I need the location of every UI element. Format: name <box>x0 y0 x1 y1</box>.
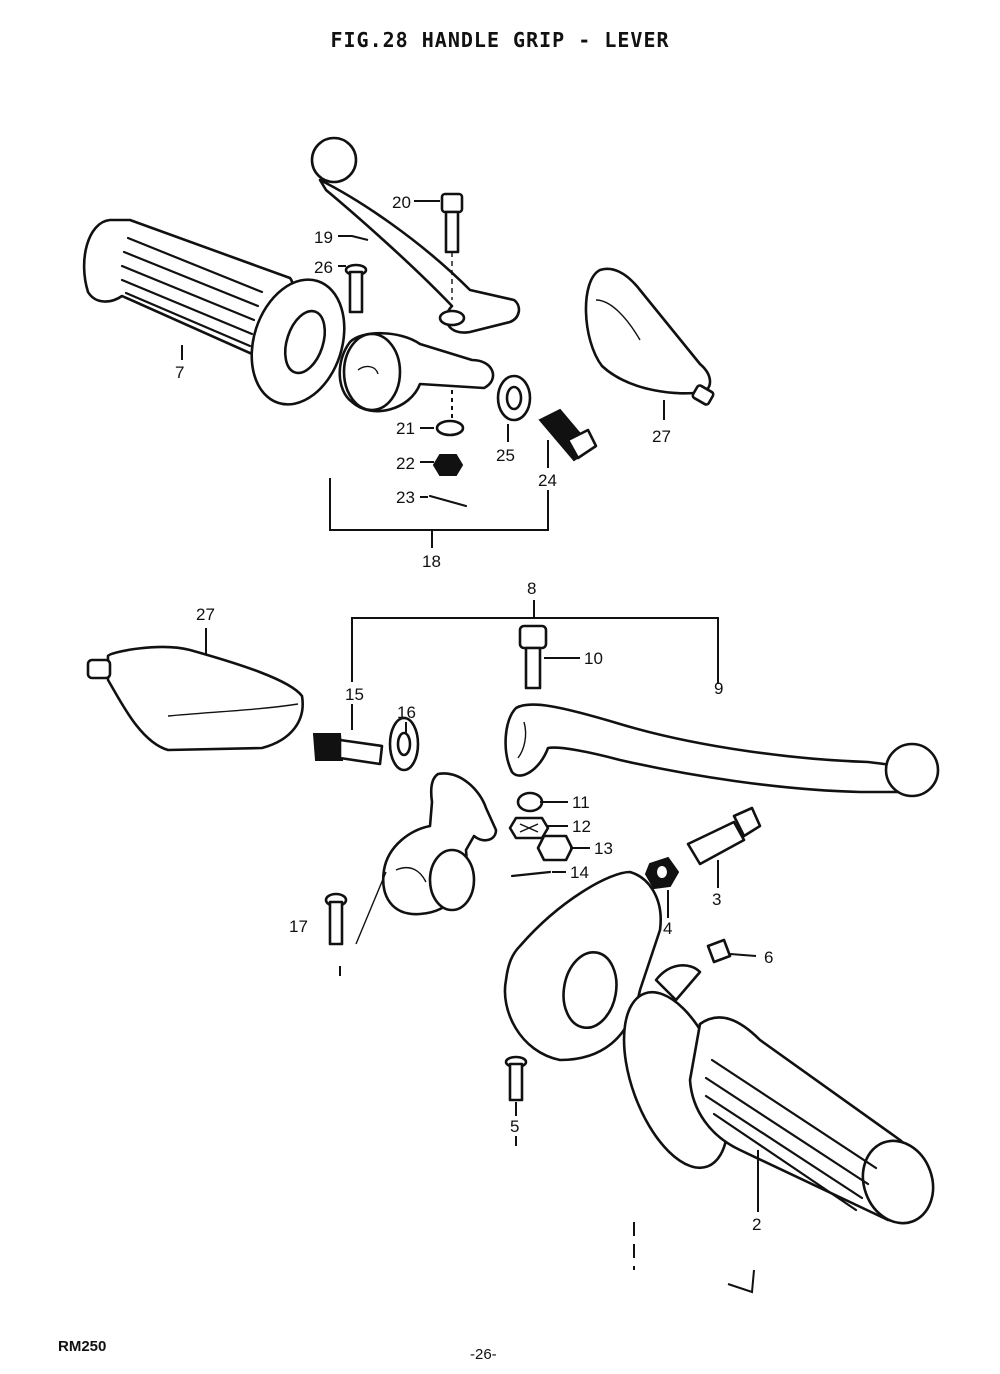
callout-labels: 20 19 26 7 27 21 22 23 25 24 18 8 27 10 … <box>175 193 773 1234</box>
cable-end <box>706 938 732 964</box>
callout-20: 20 <box>392 193 411 212</box>
callout-7: 7 <box>175 363 184 382</box>
hex-nut <box>432 454 464 476</box>
callout-4: 4 <box>663 919 672 938</box>
callout-10: 10 <box>584 649 603 668</box>
callout-23: 23 <box>396 488 415 507</box>
callout-14: 14 <box>570 863 589 882</box>
lever-dust-cover-upper <box>584 267 715 406</box>
front-brake-lever-holder <box>381 772 498 916</box>
lever-dust-cover-lower <box>86 645 304 752</box>
callout-5: 5 <box>510 1117 519 1136</box>
throttle-nut <box>644 856 680 890</box>
assembly-bracket-18 <box>329 478 549 531</box>
figure-title: FIG.28 HANDLE GRIP - LEVER <box>330 28 670 52</box>
page-number: -26- <box>470 1346 497 1363</box>
clutch-lever-holder <box>338 331 495 413</box>
callout-16: 16 <box>397 703 416 722</box>
front-brake-lever <box>504 703 940 798</box>
adjuster-bolt <box>538 408 598 462</box>
callout-9: 9 <box>714 679 723 698</box>
housing-screw <box>504 1055 528 1102</box>
lever-adjuster-bolt <box>312 733 384 766</box>
lock-washer <box>496 374 532 422</box>
callout-6: 6 <box>764 948 773 967</box>
callout-15: 15 <box>345 685 364 704</box>
callout-21: 21 <box>396 419 415 438</box>
small-screw <box>344 263 368 314</box>
throttle-housing <box>503 870 662 1062</box>
callout-19: 19 <box>314 228 333 247</box>
callout-3: 3 <box>712 890 721 909</box>
lever-washer <box>388 716 420 772</box>
nut-12 <box>508 816 550 840</box>
cotter-pin-14 <box>510 870 552 878</box>
callout-26: 26 <box>314 258 333 277</box>
washer-11 <box>516 791 544 813</box>
callout-25: 25 <box>496 446 515 465</box>
callout-2: 2 <box>752 1215 761 1234</box>
lever-pivot-bolt <box>440 192 464 300</box>
washer <box>435 419 465 437</box>
callout-13: 13 <box>594 839 613 858</box>
callout-12: 12 <box>572 817 591 836</box>
callout-27-lower: 27 <box>196 605 215 624</box>
callout-18: 18 <box>422 552 441 571</box>
callout-11: 11 <box>572 793 590 812</box>
front-brake-pivot-bolt <box>518 624 548 690</box>
cotter-pin <box>428 494 468 508</box>
callout-24: 24 <box>538 471 557 490</box>
nut-13 <box>536 834 574 862</box>
model-code: RM250 <box>58 1338 107 1355</box>
throttle-grip <box>622 964 935 1225</box>
left-handle-grip <box>82 218 346 406</box>
clutch-lever <box>310 136 521 334</box>
callout-8: 8 <box>527 579 536 598</box>
callout-22: 22 <box>396 454 415 473</box>
callout-17: 17 <box>289 917 308 936</box>
callout-27-upper: 27 <box>652 427 671 446</box>
holder-screw <box>324 892 348 946</box>
cable-adjuster-bolt <box>686 806 762 866</box>
